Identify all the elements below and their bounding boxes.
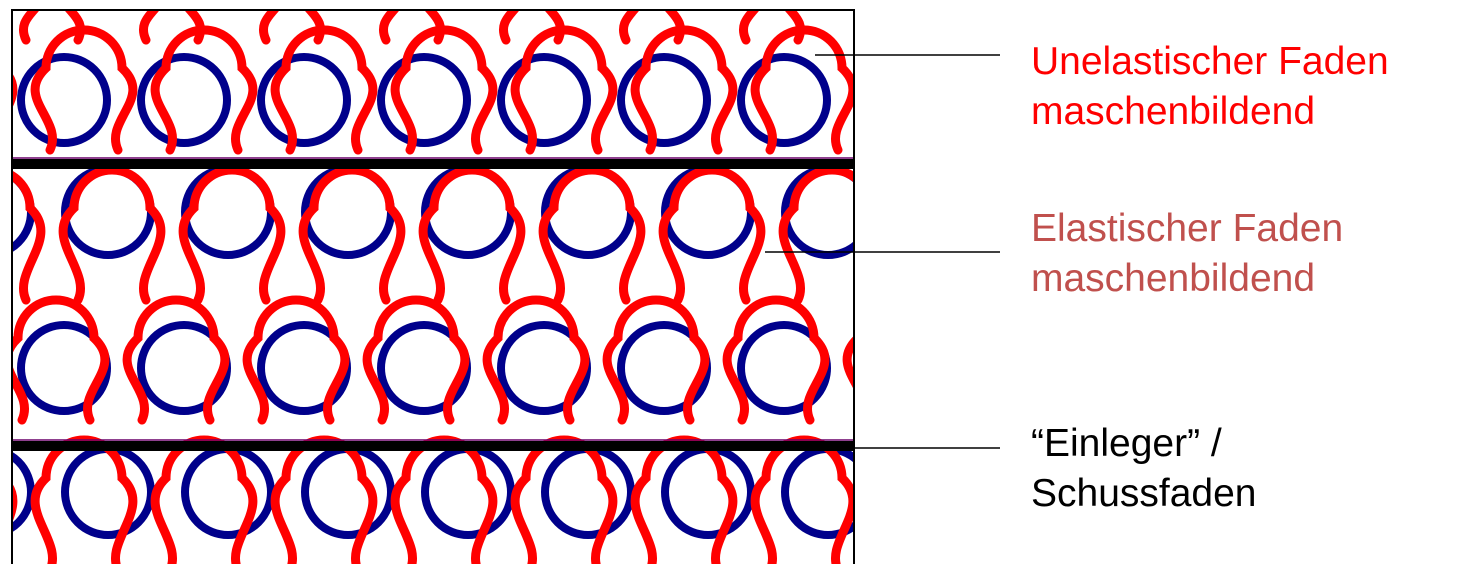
label-weft-yarn: “Einleger” / Schussfaden (1031, 419, 1257, 519)
unelastic-loop (875, 440, 973, 564)
elastic-loop (617, 53, 711, 147)
fabric-frame (11, 9, 855, 564)
unelastic-loop (418, 165, 526, 305)
weft-yarns (12, 157, 854, 451)
unelastic-loop (842, 331, 854, 391)
unelastic-loop (903, 170, 1001, 300)
elastic-loop (257, 53, 351, 147)
unelastic-loop (875, 30, 973, 150)
unelastic-loop (12, 170, 46, 305)
leader-lines (765, 54, 1000, 449)
elastic-loop (905, 449, 991, 535)
unelastic-loop (362, 295, 470, 425)
label-weft-line2: Schussfaden (1031, 472, 1257, 515)
label-unelastic-yarn: Unelastischer Faden maschenbildend (1031, 37, 1389, 137)
label-elastic-line1: Elastischer Faden (1031, 207, 1344, 250)
elastic-loop (377, 53, 471, 147)
elastic-loop (12, 451, 35, 533)
elastic-loop (905, 169, 991, 255)
elastic-loop (497, 53, 591, 147)
unelastic-loop (903, 0, 1001, 40)
elastic-loop (737, 53, 831, 147)
label-elastic-yarn: Elastischer Faden maschenbildend (1031, 204, 1343, 304)
elastic-loop (981, 325, 1067, 411)
unelastic-loop (122, 295, 230, 425)
elastic-loop (137, 53, 231, 147)
unelastic-loop (242, 295, 350, 425)
label-elastic-line2: maschenbildend (1031, 257, 1316, 300)
unelastic-loop (12, 483, 18, 523)
unelastic-loop (658, 165, 766, 305)
label-unelastic-line1: Unelastischer Faden (1031, 40, 1389, 83)
unelastic-loop (12, 295, 110, 425)
unelastic-loop (298, 165, 406, 305)
label-weft-line1: “Einleger” / (1031, 422, 1222, 465)
unelastic-loop (12, 73, 18, 109)
elastic-loop (861, 57, 947, 143)
unelastic-loop (482, 295, 590, 425)
unelastic-loop (58, 165, 166, 305)
unelastic-loop (722, 295, 830, 425)
unelastic-loop (538, 165, 646, 305)
unelastic-loop (967, 300, 1065, 420)
unelastic-loop (178, 165, 286, 305)
unelastic-loop (1023, 0, 1121, 40)
elastic-loop (861, 325, 947, 411)
label-unelastic-line2: maschenbildend (1031, 90, 1316, 133)
elastic-loop (17, 53, 111, 147)
unelastic-loop (602, 295, 710, 425)
knitted-fabric (12, 0, 1121, 564)
unelastic-loop (778, 165, 854, 305)
